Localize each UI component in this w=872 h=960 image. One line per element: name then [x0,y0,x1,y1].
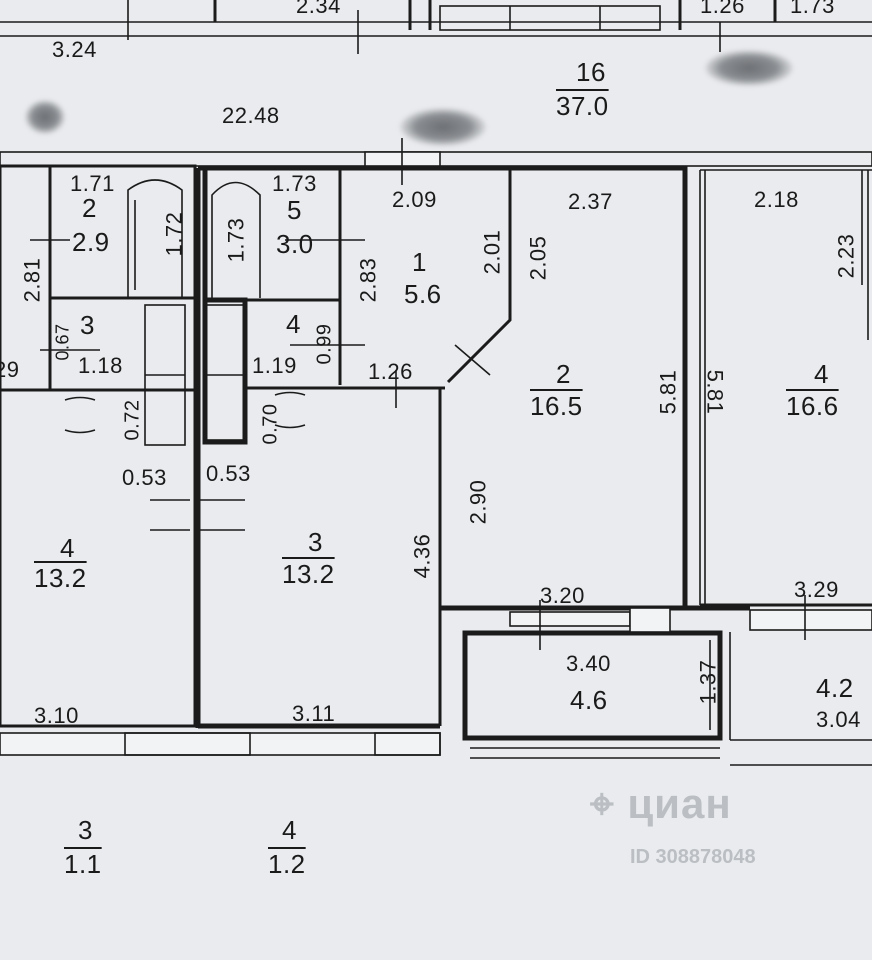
watermark-id: ID 308878048 [630,846,756,868]
wc-a: 0.99 [313,323,336,365]
kitchen-area: 16.5 [530,391,583,421]
left-wc-b: 0.72 [121,399,144,441]
room-width: 3.11 [292,701,336,726]
left-room-width: 3.10 [34,703,79,728]
lower-3-number: 3 [78,815,93,845]
room-height: 4.36 [409,533,435,579]
dim-top-right-b: 1.73 [790,0,835,18]
dim-top-left: 3.24 [52,37,97,62]
right-room-area: 16.6 [786,391,839,421]
wc-area: 1.19 [252,353,297,378]
left-room-number: 4 [60,533,75,563]
left-bath-area: 2.9 [72,227,110,257]
redaction-blur [400,108,486,146]
bath-height: 1.73 [223,217,249,263]
left-bath-width: 1.71 [70,171,115,196]
redaction-blur [25,100,65,134]
lower-4-area: 1.2 [268,849,306,879]
left-bath-height: 1.72 [161,211,187,257]
kitchen-low: 2.90 [465,479,491,525]
room-area: 13.2 [282,559,335,589]
left-bath-number: 2 [82,193,97,223]
hall-area: 5.6 [404,279,442,309]
watermark-text: циан [627,780,732,827]
bath-side: 2.83 [355,257,381,303]
bath-number: 5 [287,195,302,225]
hall-width: 2.09 [392,187,437,212]
bath-width: 1.73 [272,171,317,196]
left-door-gap: 0.53 [122,465,167,490]
bath-area: 3.0 [276,229,314,259]
right-kitchen-width: 2.18 [754,187,799,212]
right-room-side: 5.81 [702,369,728,415]
left-wc-area: 1.18 [78,353,123,378]
balcony-width: 3.20 [540,583,585,608]
dim-top-mid: 2.34 [296,0,341,18]
balcony-label: 3.40 [566,651,611,676]
kitchen-width: 2.37 [568,189,613,214]
lower-4-number: 4 [282,815,297,845]
wc-b: 0.70 [259,403,282,445]
main-unit-walls [0,165,750,759]
corridor-area: 37.0 [556,91,609,121]
left-wc-number: 3 [80,310,95,340]
wc-number: 4 [286,309,301,339]
kitchen-height: 2.05 [525,235,551,281]
kitchen-number: 2 [556,359,571,389]
left-room-area: 13.2 [34,563,87,593]
kitchen-side: 5.81 [655,369,681,415]
left-edge: 29 [0,357,20,382]
right-balcony-area: 4.2 [816,673,854,703]
balcony-height: 1.37 [695,659,721,705]
left-wc-a: 0.67 [52,323,73,361]
right-balcony-width: 3.04 [816,707,861,732]
watermark-pin-icon: ⌖ [590,780,615,827]
redaction-blur [705,50,793,86]
main-door-gap: 0.53 [206,461,251,486]
right-room-number: 4 [814,359,829,389]
watermark-logo: ⌖ циан [590,780,732,829]
hall-number: 1 [412,247,427,277]
right-unit [699,169,872,766]
left-unit [0,164,197,728]
left-bath-side: 2.81 [19,257,45,303]
room-number: 3 [308,527,323,557]
right-kitchen-height: 2.23 [833,233,859,279]
corridor-number: 16 [576,57,606,87]
corridor-length: 22.48 [222,103,280,128]
top-strip [0,0,872,54]
balcony-area: 4.6 [570,685,608,715]
right-balcony-top: 3.29 [794,577,839,602]
hall-door: 1.26 [368,359,413,384]
hall-height: 2.01 [479,229,505,275]
dim-top-right-a: 1.26 [700,0,745,18]
lower-3-area: 1.1 [64,849,102,879]
